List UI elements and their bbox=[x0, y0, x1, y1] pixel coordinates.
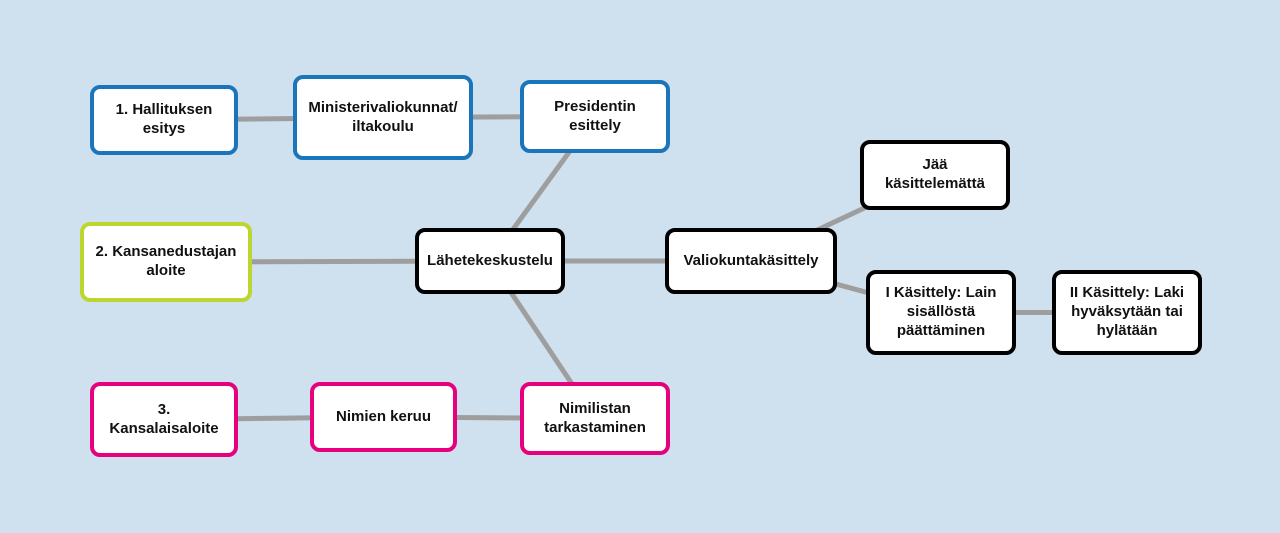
node-kansanedustajan-aloite: 2. Kansanedustajan aloite bbox=[80, 222, 252, 302]
node-label: I Käsittely: Lain sisällöstä päättäminen bbox=[885, 284, 997, 339]
node-lahetekeskustelu: Lähetekeskustelu bbox=[415, 228, 565, 294]
node-label: Lähetekeskustelu bbox=[427, 251, 553, 269]
node-label: II Käsittely: Laki hyväksytään tai hylät… bbox=[1069, 284, 1185, 339]
node-kansalaisaloite: 3. Kansalaisaloite bbox=[90, 382, 238, 457]
node-label: Valiokuntakäsittely bbox=[683, 251, 819, 269]
node-label: Ministerivaliokunnat/ iltakoulu bbox=[308, 98, 458, 135]
node-ministerivaliokunnat: Ministerivaliokunnat/ iltakoulu bbox=[293, 75, 473, 160]
node-presidentin-esittely: Presidentin esittely bbox=[520, 80, 670, 153]
node-toinen-kasittely: II Käsittely: Laki hyväksytään tai hylät… bbox=[1052, 270, 1202, 355]
node-valiokuntakasittely: Valiokuntakäsittely bbox=[665, 228, 837, 294]
node-label: 1. Hallituksen esitys bbox=[115, 101, 213, 137]
node-nimien-keruu: Nimien keruu bbox=[310, 382, 457, 452]
node-hallituksen-esitys: 1. Hallituksen esitys bbox=[90, 85, 238, 155]
node-label: Nimien keruu bbox=[335, 407, 432, 425]
node-jaa-kasittelematta: Jää käsittelemättä bbox=[860, 140, 1010, 210]
node-ensimmainen-kasittely: I Käsittely: Lain sisällöstä päättäminen bbox=[866, 270, 1016, 355]
node-label: Jää käsittelemättä bbox=[884, 156, 986, 192]
node-nimilistan-tarkastaminen: Nimilistan tarkastaminen bbox=[520, 382, 670, 455]
node-label: Presidentin esittely bbox=[554, 97, 636, 134]
node-label: Nimilistan tarkastaminen bbox=[544, 399, 646, 436]
node-label: 3. Kansalaisaloite bbox=[109, 400, 219, 437]
node-label: 2. Kansanedustajan aloite bbox=[95, 243, 237, 279]
